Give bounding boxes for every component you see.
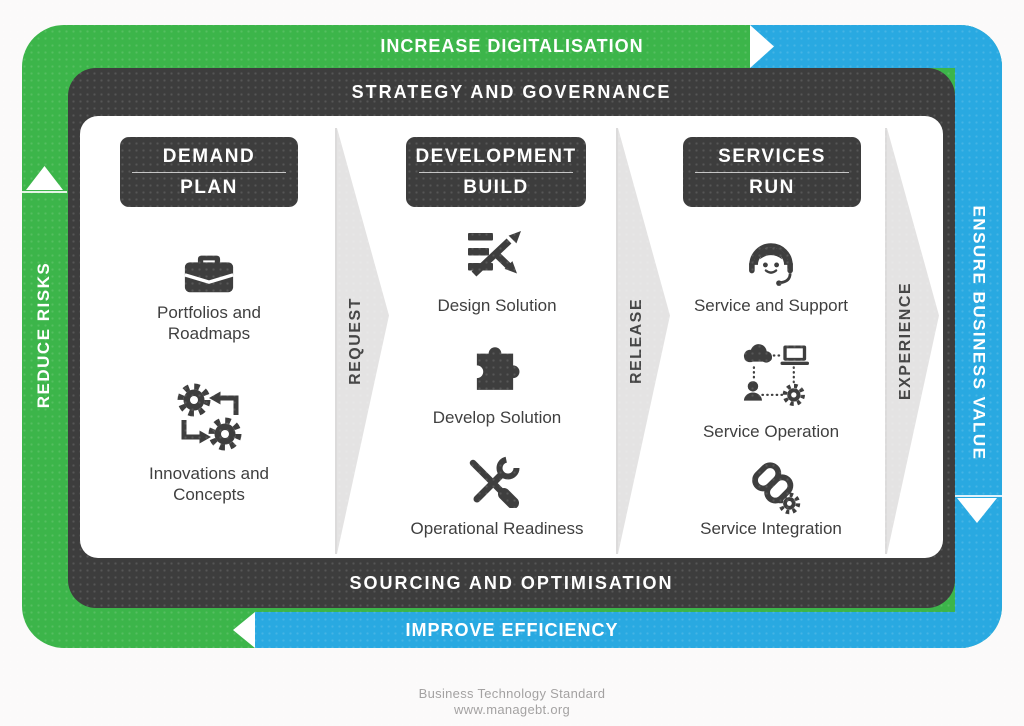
reduce-risks-label: REDUCE RISKS xyxy=(34,261,54,409)
sourcing-optimisation-label: SOURCING AND OPTIMISATION xyxy=(349,572,674,593)
flow-divider-line xyxy=(885,128,887,554)
right-band-divider xyxy=(955,495,1002,497)
phase-box-demand-plan: DEMAND PLAN xyxy=(120,137,298,207)
footer: Business Technology Standard www.manageb… xyxy=(0,686,1024,718)
phase-box-services-run: SERVICES RUN xyxy=(683,137,861,207)
phase-divider xyxy=(695,171,849,173)
network-devices-icon xyxy=(733,336,809,412)
phase-subtitle: PLAN xyxy=(180,176,238,198)
phase-box-development-build: DEVELOPMENT BUILD xyxy=(406,137,586,207)
footer-title: Business Technology Standard xyxy=(418,686,606,701)
chain-gear-icon xyxy=(742,459,802,515)
phase-title: SERVICES xyxy=(718,145,826,167)
phase-title: DEMAND xyxy=(162,145,256,167)
briefcase-icon xyxy=(182,245,236,297)
blue-band-right xyxy=(955,25,1002,648)
strategy-governance-label: STRATEGY AND GOVERNANCE xyxy=(351,81,672,102)
item-label-develop-solution: Develop Solution xyxy=(432,408,562,427)
arrow-up-icon xyxy=(26,166,63,190)
left-band-divider xyxy=(22,191,67,193)
blue-band-bottom-right xyxy=(255,612,1002,648)
phase-divider xyxy=(132,171,286,173)
release-label: RELEASE xyxy=(628,297,646,385)
request-flow-arrow: REQUEST xyxy=(335,128,391,554)
item-label-service-operation: Service Operation xyxy=(702,422,840,441)
puzzle-icon xyxy=(466,341,524,397)
item-label-portfolios-roadmaps: Portfolios and Roadmaps xyxy=(157,303,261,343)
item-label-innovations-concepts: Innovations and Concepts xyxy=(148,464,270,504)
tools-icon xyxy=(465,455,525,508)
design-arrows-icon xyxy=(464,228,526,281)
phase-divider xyxy=(418,171,574,173)
ensure-business-value-label: ENSURE BUSINESS VALUE xyxy=(969,205,989,461)
item-label-operational-readiness: Operational Readiness xyxy=(410,519,584,538)
phase-title: DEVELOPMENT xyxy=(415,145,577,167)
flow-divider-line xyxy=(335,128,337,554)
phase-subtitle: BUILD xyxy=(463,176,529,198)
headset-agent-icon xyxy=(741,236,801,292)
item-label-service-integration: Service Integration xyxy=(700,519,842,538)
item-label-design-solution: Design Solution xyxy=(437,296,557,315)
request-label: REQUEST xyxy=(347,297,364,385)
experience-label: EXPERIENCE xyxy=(897,281,915,401)
gears-exchange-icon xyxy=(173,381,247,455)
increase-digitalisation-label: INCREASE DIGITALISATION xyxy=(380,36,644,56)
footer-url: www.managebt.org xyxy=(453,702,571,717)
release-flow-arrow: RELEASE xyxy=(616,128,672,554)
experience-flow-arrow: EXPERIENCE xyxy=(885,128,941,554)
flow-divider-line xyxy=(616,128,618,554)
phase-subtitle: RUN xyxy=(749,176,795,198)
improve-efficiency-label: IMPROVE EFFICIENCY xyxy=(405,619,619,640)
item-label-service-and-support: Service and Support xyxy=(693,296,849,315)
